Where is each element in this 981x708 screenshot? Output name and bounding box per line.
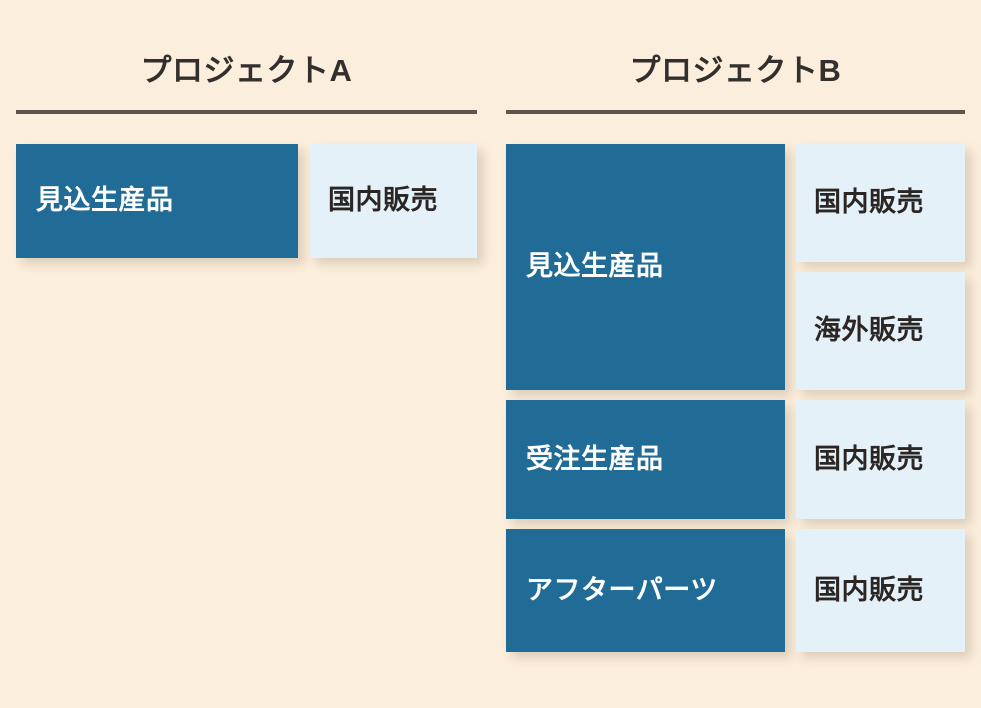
channel-group: 国内販売 海外販売: [796, 144, 965, 390]
table-row: アフターパーツ 国内販売: [506, 529, 965, 652]
table-row: 見込生産品 国内販売: [16, 144, 477, 258]
product-type-label: アフターパーツ: [526, 574, 718, 605]
sales-channel-box[interactable]: 国内販売: [796, 144, 965, 262]
product-type-box[interactable]: 見込生産品: [16, 144, 298, 258]
column-project-b: プロジェクトB 見込生産品 国内販売 海外販売: [506, 0, 965, 708]
row-group-project-b: 見込生産品 国内販売 海外販売 受注生産品 国: [506, 144, 965, 662]
sales-channel-label: 海外販売: [814, 315, 924, 346]
column-title-project-b: プロジェクトB: [629, 53, 842, 88]
channel-group: 国内販売: [796, 400, 965, 519]
table-row: 受注生産品 国内販売: [506, 400, 965, 519]
channel-group: 国内販売: [796, 529, 965, 652]
column-title-project-a: プロジェクトA: [140, 53, 353, 88]
sales-channel-box[interactable]: 国内販売: [310, 144, 477, 258]
sales-channel-box[interactable]: 国内販売: [796, 400, 965, 519]
sales-channel-label: 国内販売: [814, 187, 924, 218]
row-group-project-a: 見込生産品 国内販売: [16, 144, 477, 268]
product-type-label: 見込生産品: [36, 185, 174, 216]
table-row: 見込生産品 国内販売 海外販売: [506, 144, 965, 390]
product-type-label: 見込生産品: [526, 251, 664, 282]
column-divider-project-a: [16, 110, 477, 114]
column-project-a: プロジェクトA 見込生産品 国内販売: [16, 0, 477, 708]
product-type-label: 受注生産品: [526, 443, 664, 474]
sales-channel-box[interactable]: 国内販売: [796, 529, 965, 652]
product-type-box[interactable]: アフターパーツ: [506, 529, 785, 652]
sales-channel-label: 国内販売: [328, 185, 438, 216]
product-type-box[interactable]: 見込生産品: [506, 144, 785, 390]
product-type-box[interactable]: 受注生産品: [506, 400, 785, 519]
column-divider-project-b: [506, 110, 965, 114]
sales-channel-label: 国内販売: [814, 443, 924, 474]
channel-group: 国内販売: [310, 144, 477, 258]
sales-channel-box[interactable]: 海外販売: [796, 272, 965, 390]
sales-channel-label: 国内販売: [814, 574, 924, 605]
